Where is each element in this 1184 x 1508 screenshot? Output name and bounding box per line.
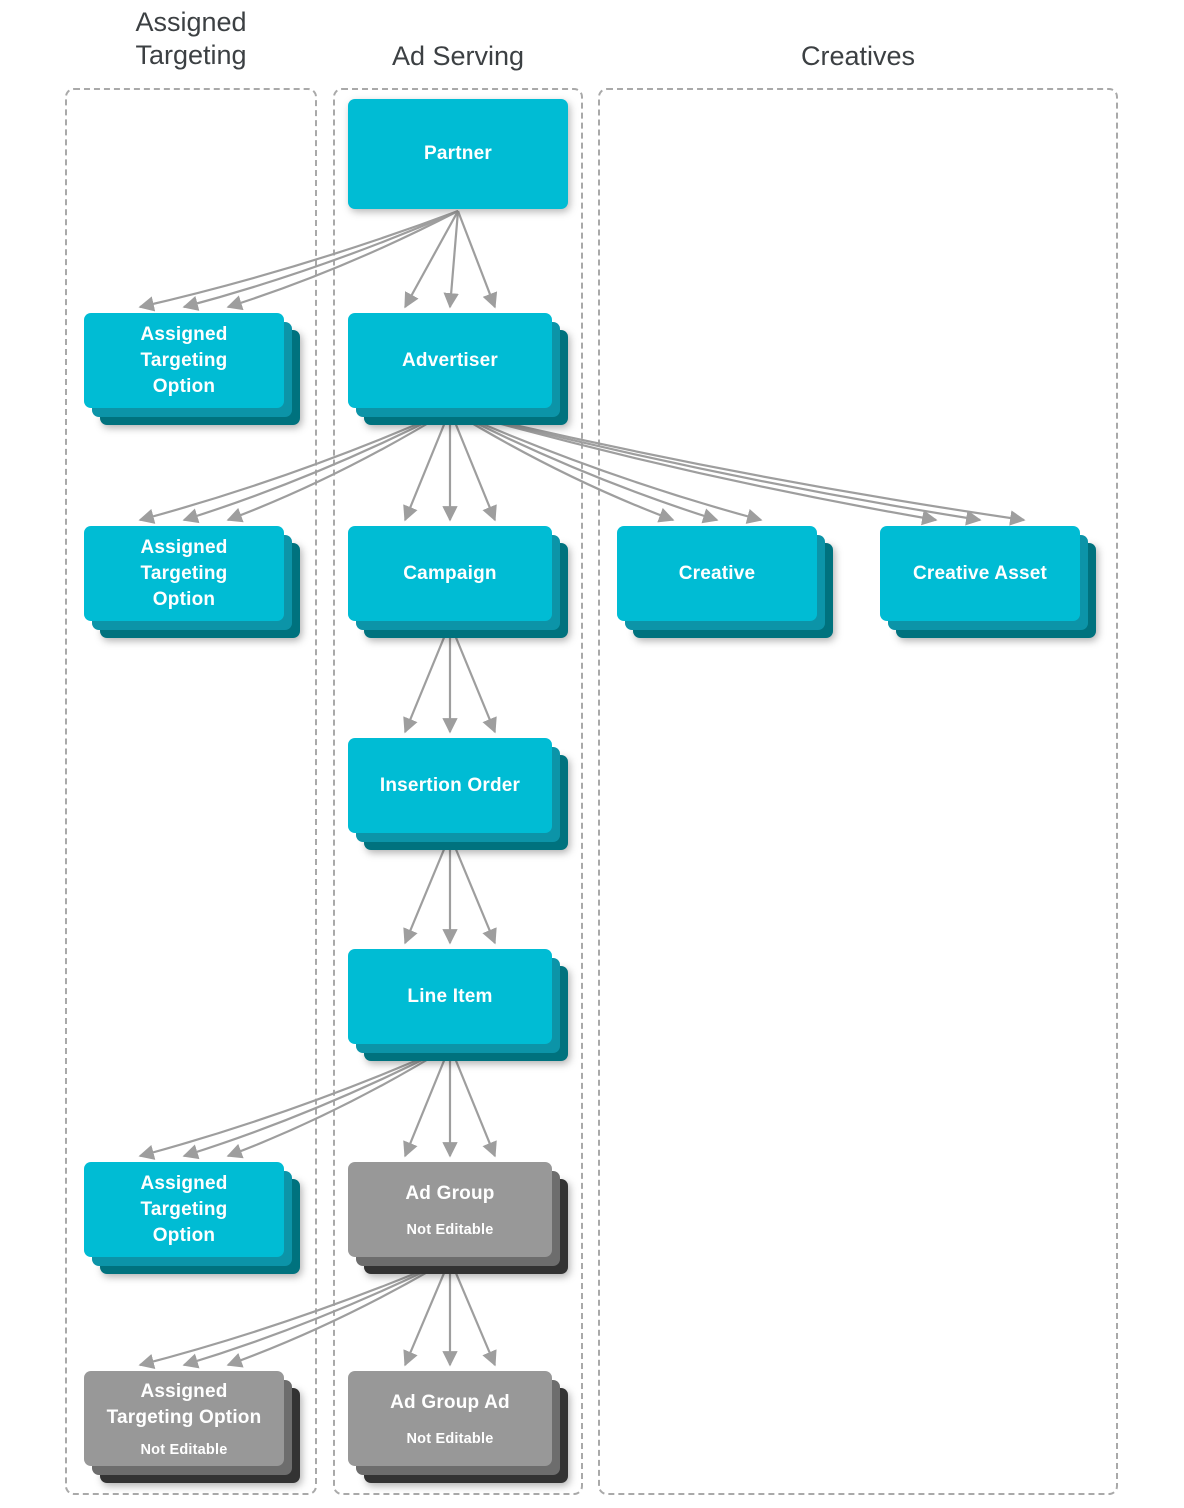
edge-partner-to-ato-partner (138, 209, 459, 312)
node-creative-asset-face: Creative Asset (880, 526, 1080, 621)
edge-partner-to-advertiser (443, 210, 460, 309)
node-creative[interactable]: Creative (617, 526, 833, 638)
node-ad-group-ad[interactable]: Ad Group Ad Not Editable (348, 1371, 568, 1483)
edge-advertiser-to-creative (449, 409, 675, 523)
edge-line-item-to-ato-line-item (138, 1044, 451, 1160)
edge-campaign-to-insertion-order (448, 622, 497, 734)
node-insertion-order-label: Insertion Order (379, 774, 521, 796)
edge-ad-group-to-ato-ad-group (138, 1257, 451, 1369)
edge-insertion-order-to-line-item (403, 834, 452, 945)
edge-advertiser-to-creative-asset (449, 408, 982, 526)
column-title-ad-serving: Ad Serving (391, 41, 525, 71)
edge-partner-to-advertiser (456, 210, 498, 309)
node-ad-group-face: Ad Group Not Editable (348, 1162, 552, 1257)
node-creative-asset[interactable]: Creative Asset (880, 526, 1096, 638)
node-ad-group[interactable]: Ad Group Not Editable (348, 1162, 568, 1274)
edge-ad-group-to-ato-ad-group (182, 1258, 451, 1369)
node-advertiser-label: Advertiser (402, 349, 498, 371)
node-campaign-label: Campaign (403, 562, 497, 584)
node-partner-label: Partner (424, 143, 492, 164)
node-advertiser[interactable]: Advertiser (348, 313, 568, 425)
node-line-item-face: Line Item (348, 949, 552, 1044)
edge-ad-group-to-ato-ad-group (226, 1258, 451, 1368)
edge-advertiser-to-ato-advertiser (182, 409, 451, 524)
edge-line-item-to-ato-line-item (182, 1045, 451, 1160)
column-title-line-1: Assigned (135, 7, 247, 37)
node-insertion-order[interactable]: Insertion Order (348, 738, 568, 850)
node-insertion-order-face: Insertion Order (348, 738, 552, 833)
node-creative-asset-label: Creative Asset (912, 562, 1048, 584)
column-box-creatives (598, 88, 1118, 1495)
column-title-creatives: Creatives (800, 41, 916, 71)
node-campaign-face: Campaign (348, 526, 552, 621)
node-ad-group-label: Ad Group (405, 1182, 495, 1204)
edge-advertiser-to-ato-advertiser (138, 408, 451, 524)
edge-line-item-to-ad-group (448, 1045, 497, 1158)
edge-line-item-to-ato-line-item (226, 1045, 451, 1159)
edge-insertion-order-to-line-item (448, 834, 497, 945)
edge-partner-to-advertiser (404, 210, 459, 309)
edge-partner-to-ato-partner (226, 210, 459, 311)
node-ad-group-sublabel: Not Editable (406, 1221, 494, 1238)
node-advertiser-face: Advertiser (348, 313, 552, 408)
edge-campaign-to-insertion-order (403, 622, 452, 734)
edge-advertiser-to-ato-advertiser (226, 409, 451, 523)
edge-ad-group-to-ad-group-ad (448, 1258, 497, 1367)
node-creative-face: Creative (617, 526, 817, 621)
edge-advertiser-to-campaign (403, 409, 452, 522)
edge-advertiser-to-creative (449, 408, 763, 524)
column-title-line-2: Targeting (135, 40, 247, 70)
node-campaign[interactable]: Campaign (348, 526, 568, 638)
node-creative-label: Creative (678, 562, 756, 584)
node-ato-ad-group-sublabel: Not Editable (140, 1441, 228, 1458)
edge-advertiser-to-creative (449, 409, 719, 524)
edge-ad-group-to-ad-group-ad (403, 1258, 452, 1367)
node-partner-face: Partner (348, 99, 568, 209)
node-partner[interactable]: Partner (348, 99, 568, 209)
node-ad-group-ad-sublabel: Not Editable (406, 1430, 494, 1447)
node-line-item[interactable]: Line Item (348, 949, 568, 1061)
column-title-assigned-targeting: Assigned Targeting (65, 6, 317, 72)
edge-advertiser-to-creative-asset (449, 408, 938, 526)
node-ad-group-ad-face: Ad Group Ad Not Editable (348, 1371, 552, 1466)
edge-partner-to-ato-partner (182, 209, 459, 311)
column-box-assigned-targeting (65, 88, 317, 1495)
column-box-ad-serving (333, 88, 583, 1495)
node-ad-group-ad-label: Ad Group Ad (390, 1391, 510, 1413)
edge-advertiser-to-campaign (448, 409, 497, 522)
edge-advertiser-to-creative-asset (449, 408, 1026, 526)
edge-line-item-to-ad-group (403, 1045, 452, 1158)
node-line-item-label: Line Item (407, 985, 493, 1007)
